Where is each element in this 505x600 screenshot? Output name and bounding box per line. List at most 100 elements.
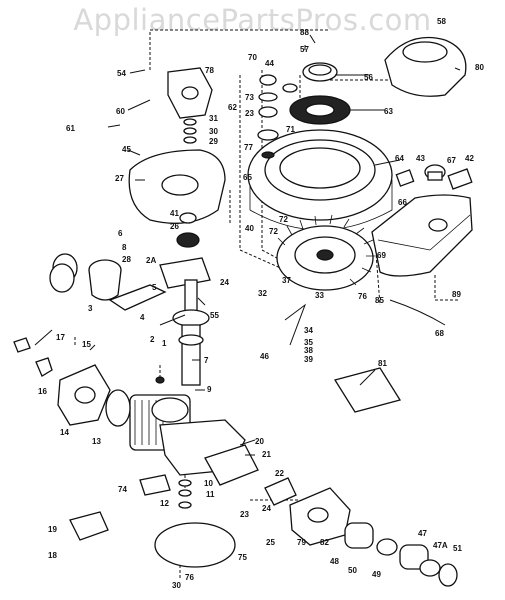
label-79: 79 bbox=[297, 538, 306, 547]
label-62: 62 bbox=[228, 103, 237, 112]
label-68: 68 bbox=[435, 329, 444, 338]
label-65: 65 bbox=[243, 173, 252, 182]
label-63: 63 bbox=[384, 107, 393, 116]
label-23b: 23 bbox=[240, 510, 249, 519]
label-40: 40 bbox=[245, 224, 254, 233]
label-18: 18 bbox=[48, 551, 57, 560]
washer-10-part bbox=[178, 479, 192, 487]
label-45: 45 bbox=[122, 145, 131, 154]
decal-43-part bbox=[395, 169, 415, 187]
label-30: 30 bbox=[209, 127, 218, 136]
label-10: 10 bbox=[204, 479, 213, 488]
connecting-rod-part bbox=[108, 284, 167, 311]
label-16: 16 bbox=[38, 387, 47, 396]
label-20: 20 bbox=[255, 437, 264, 446]
label-22: 22 bbox=[275, 469, 284, 478]
label-58: 58 bbox=[437, 17, 446, 26]
label-75: 75 bbox=[238, 553, 247, 562]
label-4: 4 bbox=[140, 313, 145, 322]
label-42: 42 bbox=[465, 154, 474, 163]
label-85: 85 bbox=[375, 296, 384, 305]
label-66: 66 bbox=[398, 198, 407, 207]
label-48: 48 bbox=[330, 557, 339, 566]
label-88: 88 bbox=[300, 28, 309, 37]
label-32: 32 bbox=[258, 289, 267, 298]
label-3: 3 bbox=[88, 304, 93, 313]
label-38: 38 bbox=[304, 346, 313, 355]
rewind-spring-part bbox=[289, 95, 351, 125]
label-82: 82 bbox=[320, 538, 329, 547]
plate-75-part bbox=[154, 522, 236, 568]
fuel-tank-part bbox=[371, 194, 473, 277]
label-57: 57 bbox=[300, 45, 309, 54]
label-67: 67 bbox=[447, 156, 456, 165]
label-89: 89 bbox=[452, 290, 461, 299]
label-26: 26 bbox=[170, 222, 179, 231]
label-13: 13 bbox=[92, 437, 101, 446]
label-41: 41 bbox=[170, 209, 179, 218]
washer-29-part bbox=[183, 136, 197, 144]
cover-20-part bbox=[204, 444, 259, 486]
label-50: 50 bbox=[348, 566, 357, 575]
flange-part bbox=[57, 364, 111, 426]
label-44: 44 bbox=[265, 59, 274, 68]
flywheel-part bbox=[276, 214, 375, 291]
label-31: 31 bbox=[209, 114, 218, 123]
label-24: 24 bbox=[220, 278, 229, 287]
label-81: 81 bbox=[378, 359, 387, 368]
label-37: 37 bbox=[282, 276, 291, 285]
mount-19-part bbox=[69, 511, 109, 541]
gasket-74-part bbox=[139, 474, 171, 496]
label-47: 47 bbox=[418, 529, 427, 538]
label-51: 51 bbox=[453, 544, 462, 553]
label-64: 64 bbox=[395, 154, 404, 163]
label-71: 71 bbox=[286, 125, 295, 134]
label-21: 21 bbox=[262, 450, 271, 459]
crankshaft-part bbox=[172, 279, 210, 386]
label-55: 55 bbox=[210, 311, 219, 320]
label-49: 49 bbox=[372, 570, 381, 579]
label-76b: 76 bbox=[185, 573, 194, 582]
label-15: 15 bbox=[82, 340, 91, 349]
label-6: 6 bbox=[118, 229, 123, 238]
label-70: 70 bbox=[248, 53, 257, 62]
label-61: 61 bbox=[66, 124, 75, 133]
label-28: 28 bbox=[122, 255, 131, 264]
fuel-cap-part bbox=[424, 164, 446, 181]
label-54: 54 bbox=[117, 69, 126, 78]
ring-part bbox=[302, 62, 338, 82]
carburetor-part bbox=[167, 67, 213, 119]
label-17: 17 bbox=[56, 333, 65, 342]
part-number-labels: 58 88 57 80 78 54 70 44 56 73 62 23 63 6… bbox=[38, 17, 484, 590]
label-47a: 47A bbox=[433, 541, 448, 550]
label-2: 2 bbox=[150, 335, 155, 344]
label-76: 76 bbox=[358, 292, 367, 301]
label-72b: 72 bbox=[269, 227, 278, 236]
decal-42-part bbox=[447, 168, 473, 190]
spark-plug-part bbox=[13, 337, 53, 377]
connector-22-part bbox=[264, 477, 297, 506]
gasket-13-part bbox=[105, 389, 131, 427]
blower-housing-part bbox=[247, 129, 393, 231]
label-14: 14 bbox=[60, 428, 69, 437]
air-filter-parts bbox=[344, 522, 458, 587]
label-34: 34 bbox=[304, 326, 313, 335]
fuel-hose-part bbox=[389, 299, 446, 326]
leader-lines bbox=[34, 34, 461, 456]
label-7: 7 bbox=[204, 356, 209, 365]
label-60: 60 bbox=[116, 107, 125, 116]
label-23: 23 bbox=[245, 109, 254, 118]
top-cover-part bbox=[384, 36, 467, 97]
label-80: 80 bbox=[475, 63, 484, 72]
label-1: 1 bbox=[162, 339, 167, 348]
label-73: 73 bbox=[245, 93, 254, 102]
label-5: 5 bbox=[152, 283, 157, 292]
label-29: 29 bbox=[209, 137, 218, 146]
carburetor-body-part bbox=[289, 487, 351, 546]
label-72: 72 bbox=[279, 215, 288, 224]
label-78: 78 bbox=[205, 66, 214, 75]
label-74: 74 bbox=[118, 485, 127, 494]
washer-11-part bbox=[178, 489, 192, 497]
label-69: 69 bbox=[377, 251, 386, 260]
